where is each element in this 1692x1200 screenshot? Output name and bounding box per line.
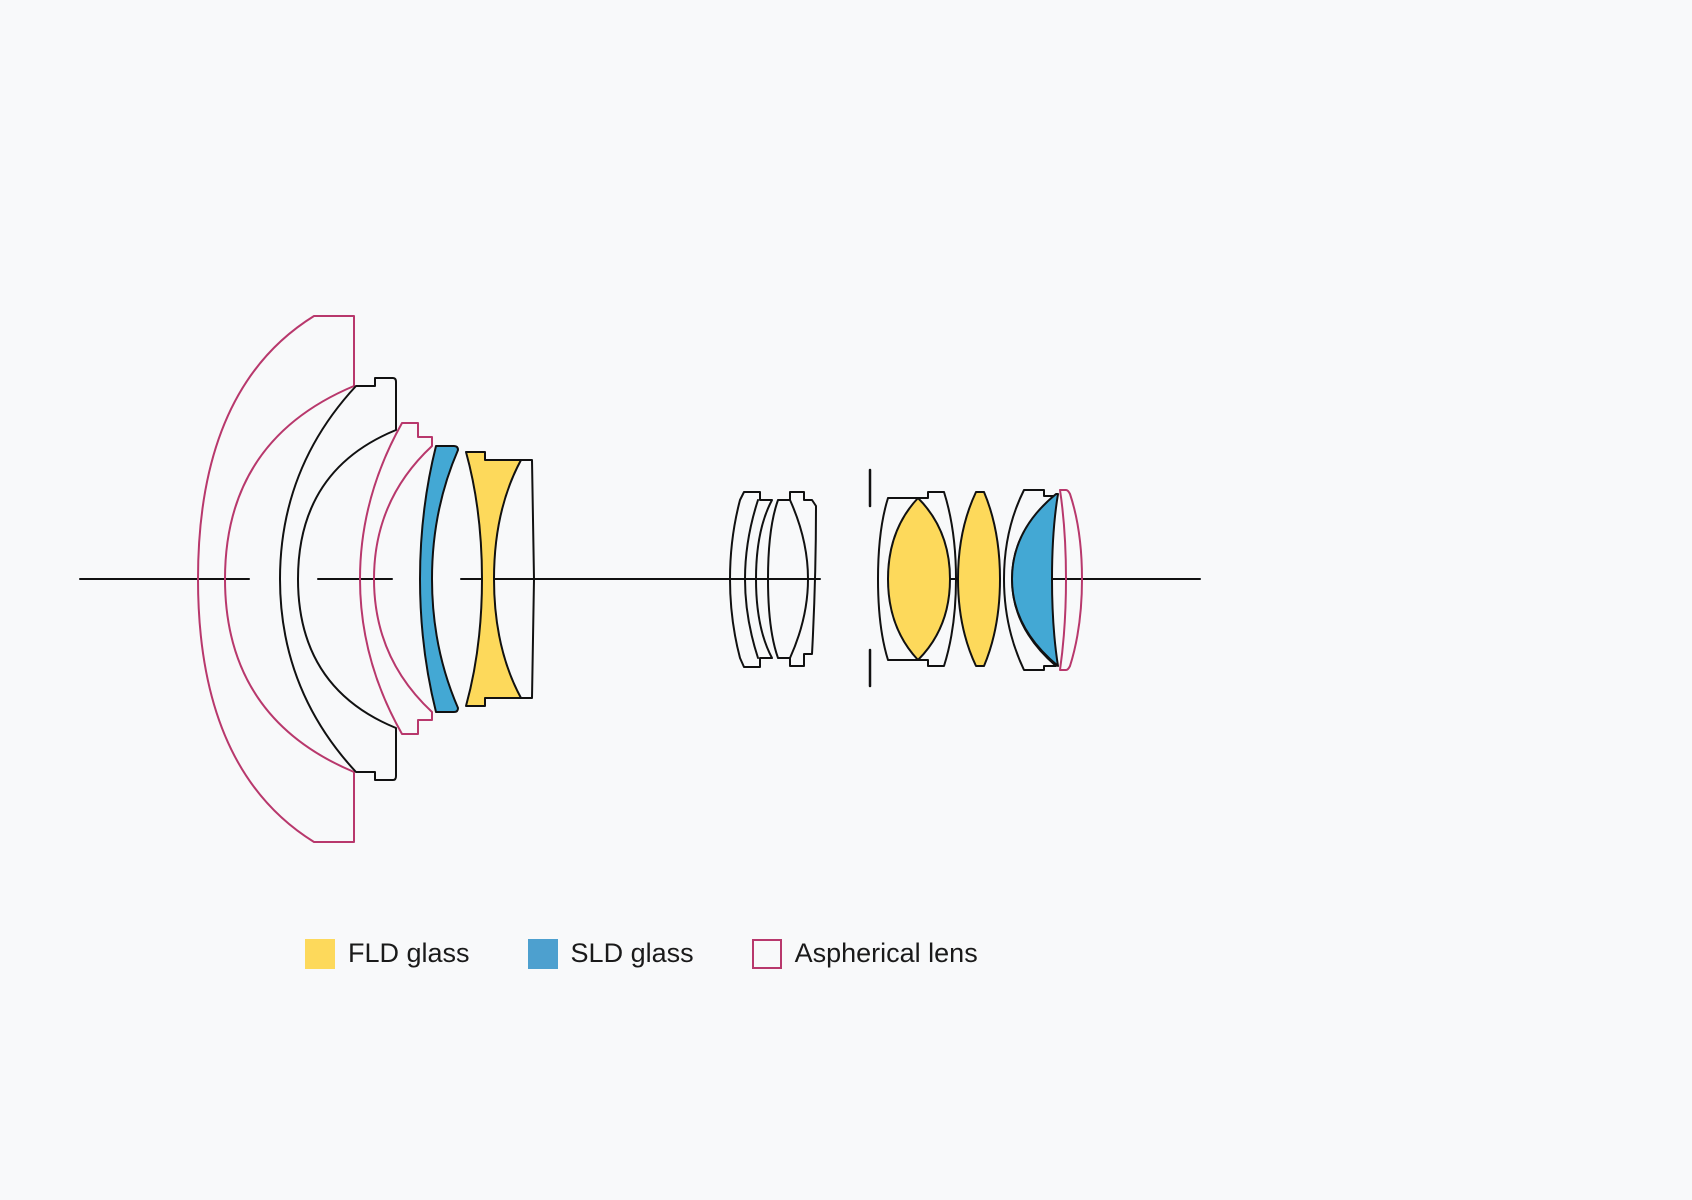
legend-label-aspherical: Aspherical lens — [794, 938, 978, 968]
legend: FLD glass SLD glass Aspherical lens — [305, 938, 1036, 969]
legend-label-sld: SLD glass — [570, 938, 694, 968]
lens-element-9-fld[interactable] — [957, 491, 1001, 667]
fld-swatch — [305, 938, 335, 969]
legend-item-sld: SLD glass — [527, 938, 694, 969]
lens-element-6 — [729, 491, 773, 668]
lens-element-3-aspherical — [359, 422, 433, 735]
lens-element-12-aspherical — [1059, 489, 1083, 671]
lens-element-11-sld[interactable] — [1011, 493, 1059, 667]
legend-item-fld: FLD glass — [305, 938, 470, 969]
lens-element-4-sld[interactable] — [419, 445, 459, 713]
lens-element-5-rear-plate — [520, 459, 535, 699]
lens-element-8-holder — [877, 491, 957, 667]
lens-element-6-7-inner-curve — [744, 499, 809, 659]
lens-element-1-aspherical — [197, 315, 355, 843]
sld-swatch — [527, 938, 558, 969]
lens-element-8-fld[interactable] — [887, 497, 951, 661]
lens-element-2 — [279, 377, 397, 781]
lens-element-7 — [767, 491, 817, 667]
legend-item-aspherical: Aspherical lens — [751, 938, 978, 969]
legend-label-fld: FLD glass — [348, 938, 470, 968]
aspherical-swatch — [751, 938, 782, 969]
